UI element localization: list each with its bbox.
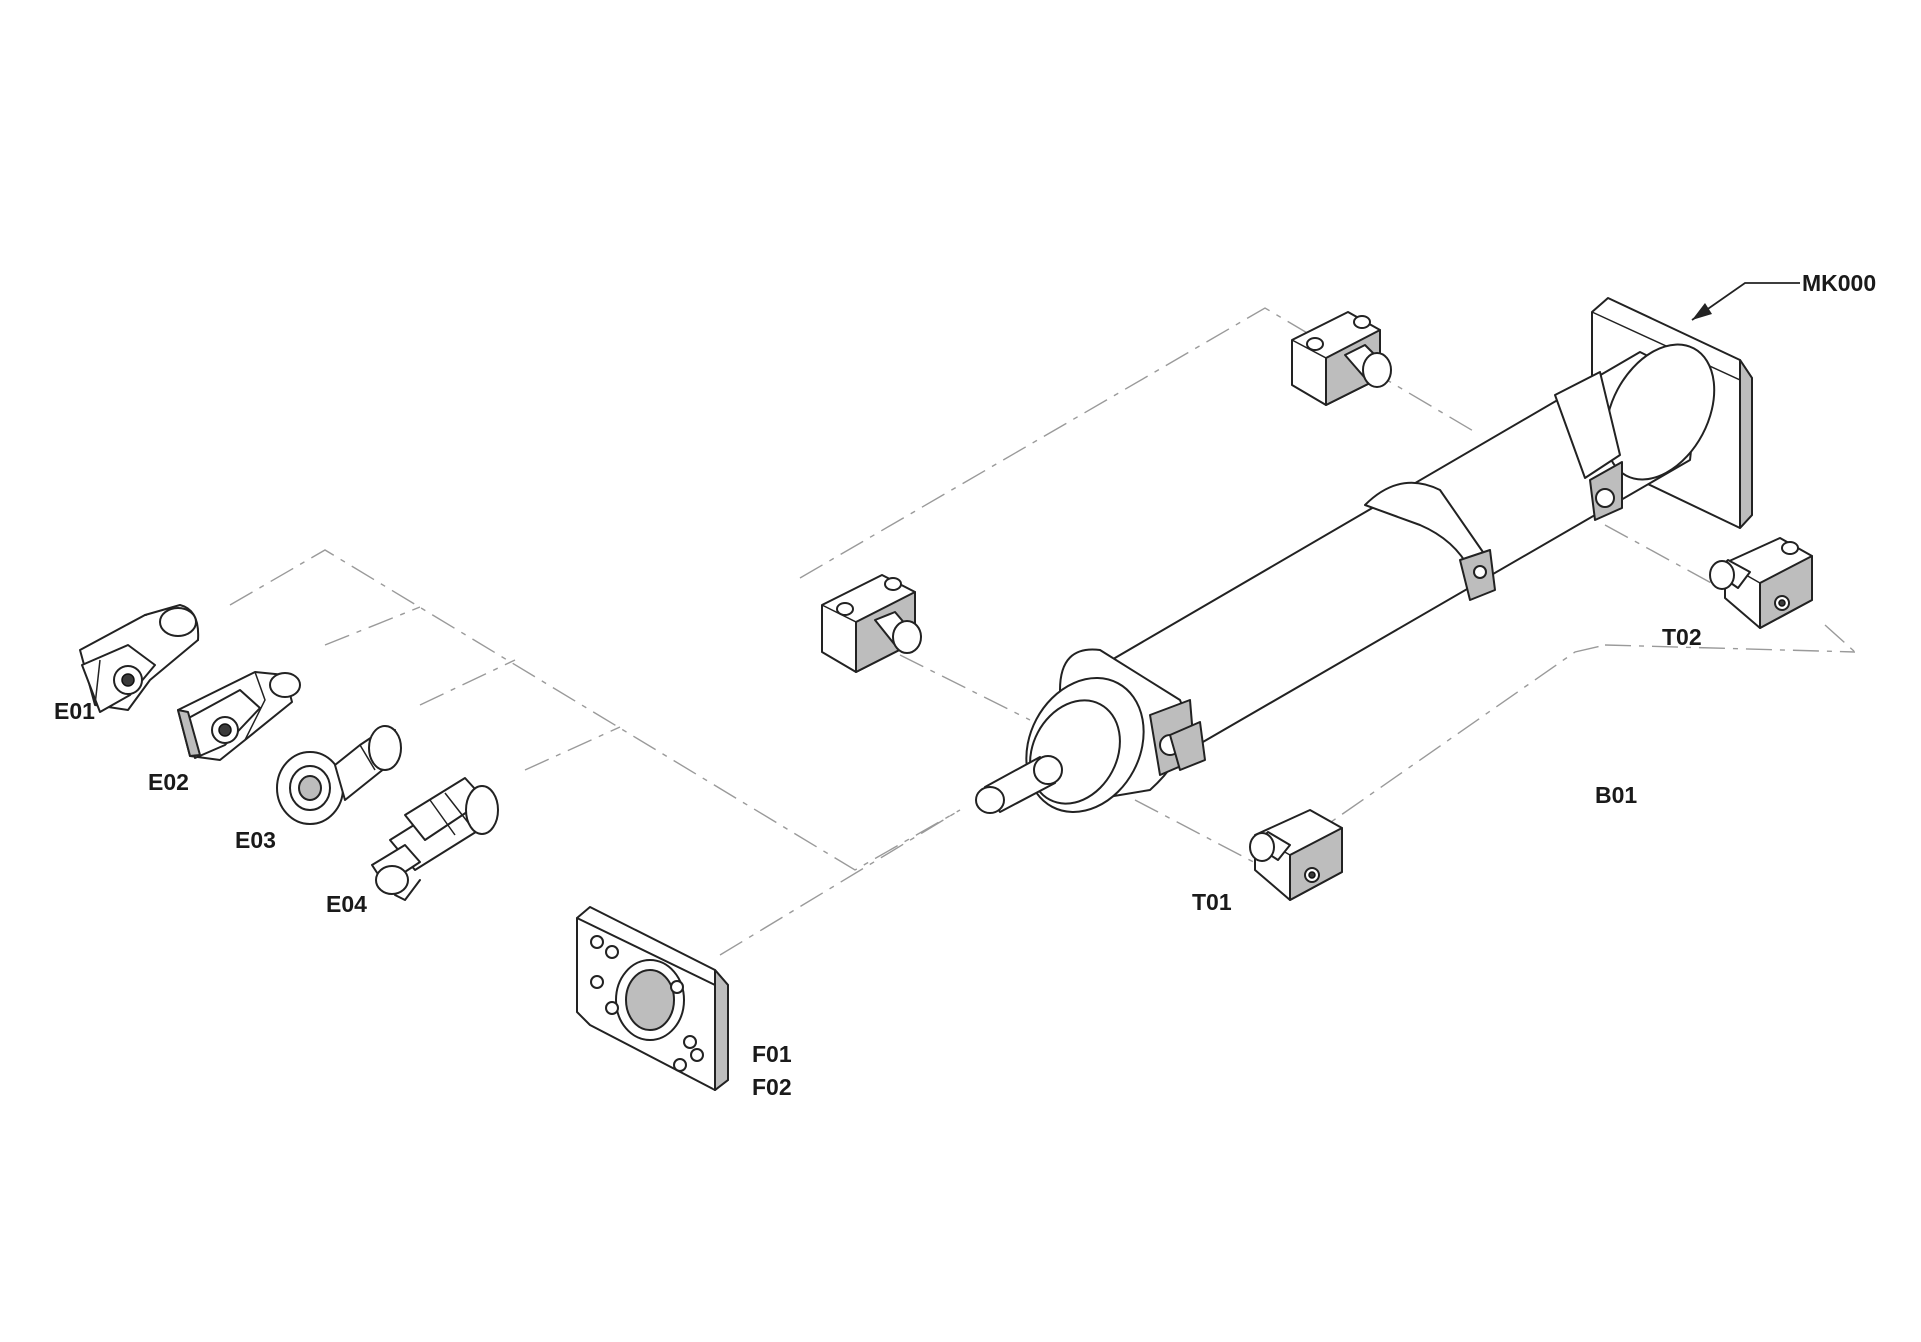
label-e01: E01	[54, 698, 95, 724]
label-t01: T01	[1192, 889, 1232, 915]
trunnion-t02	[1709, 537, 1813, 629]
label-e03: E03	[235, 827, 276, 853]
label-f02: F02	[752, 1074, 792, 1100]
trunnion-upper	[1291, 311, 1392, 406]
leader-mk000	[1691, 282, 1800, 321]
floating-joint-e04	[371, 777, 499, 901]
clevis-e02	[177, 671, 301, 761]
clevis-e01	[79, 604, 200, 713]
leader-arrow-mk000	[1692, 303, 1712, 320]
label-t02: T02	[1662, 624, 1702, 650]
label-b01: B01	[1595, 782, 1637, 808]
flange-plate-f01-f02	[576, 906, 729, 1091]
rod-eye-e03	[276, 725, 402, 825]
construction-lines	[229, 307, 1856, 956]
label-f01: F01	[752, 1041, 792, 1067]
label-e04: E04	[326, 891, 367, 917]
label-mk000: MK000	[1802, 270, 1876, 296]
trunnion-front	[821, 574, 922, 673]
label-e02: E02	[148, 769, 189, 795]
trunnion-t01	[1249, 809, 1343, 901]
pneumatic-cylinder-mk000	[975, 297, 1753, 814]
